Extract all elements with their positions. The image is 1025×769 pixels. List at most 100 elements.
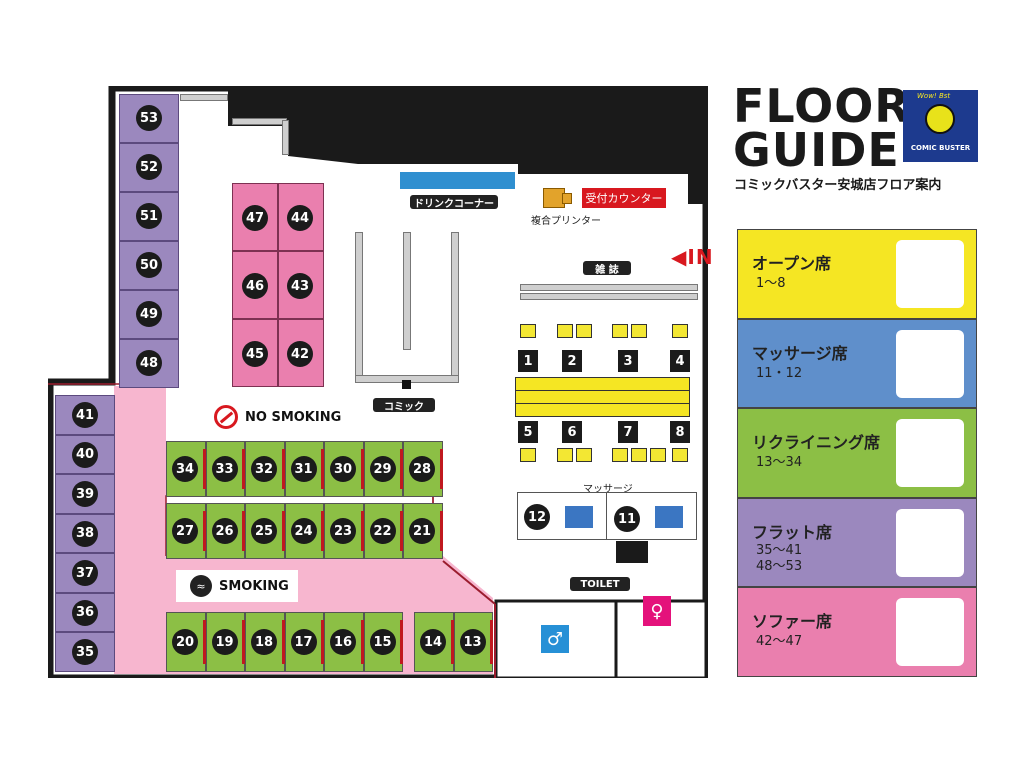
seat-number[interactable]: 24 bbox=[290, 518, 317, 544]
pillar bbox=[402, 380, 411, 389]
legend-range: 35～41 48～53 bbox=[756, 542, 803, 574]
seat-number[interactable]: 16 bbox=[330, 629, 356, 655]
seat-divider bbox=[202, 511, 206, 551]
seat-divider bbox=[360, 620, 364, 664]
seat-number[interactable]: 40 bbox=[72, 441, 98, 468]
seat-number[interactable]: 43 bbox=[287, 273, 313, 299]
legend-row: オープン席 1～8 bbox=[737, 229, 977, 319]
seat-number[interactable]: 51 bbox=[136, 203, 162, 229]
seat-number[interactable]: 15 bbox=[369, 629, 396, 655]
page-title-line1: FLOOR bbox=[733, 79, 911, 133]
open-seat-table bbox=[612, 324, 628, 338]
logo-mascot-icon bbox=[925, 104, 955, 134]
seat-number[interactable]: 39 bbox=[72, 481, 98, 507]
seat-number[interactable]: 22 bbox=[369, 518, 396, 544]
seat-number[interactable]: 52 bbox=[136, 154, 162, 180]
magazine-label: 雑 誌 bbox=[583, 261, 631, 276]
seat-number[interactable]: 12 bbox=[524, 504, 550, 530]
open-seat-table bbox=[631, 324, 647, 338]
seat-number[interactable]: 48 bbox=[136, 350, 162, 376]
mens-toilet-icon: ♂ bbox=[541, 625, 569, 653]
seat-number[interactable]: 46 bbox=[242, 273, 268, 299]
shelf bbox=[180, 94, 228, 101]
drink-counter bbox=[400, 172, 515, 189]
seat-number[interactable]: 25 bbox=[251, 518, 277, 544]
open-seat[interactable]: 6 bbox=[562, 421, 582, 443]
seat-number[interactable]: 53 bbox=[136, 105, 162, 131]
seat-divider bbox=[281, 449, 285, 489]
seat-divider bbox=[321, 449, 324, 489]
seat-number[interactable]: 27 bbox=[172, 518, 198, 544]
seat-number[interactable]: 28 bbox=[409, 456, 435, 482]
seat-number[interactable]: 50 bbox=[136, 252, 162, 278]
seat-number[interactable]: 45 bbox=[242, 341, 268, 367]
seat-number[interactable]: 30 bbox=[330, 456, 356, 482]
no-smoking-label: NO SMOKING bbox=[245, 410, 342, 425]
seat-divider bbox=[400, 620, 403, 664]
seat-divider bbox=[242, 449, 245, 489]
legend-title: オープン席 bbox=[752, 254, 832, 273]
seat-number[interactable]: 47 bbox=[242, 205, 268, 231]
seat-number[interactable]: 19 bbox=[211, 629, 238, 655]
seat-number[interactable]: 49 bbox=[136, 301, 162, 327]
seat-number[interactable]: 23 bbox=[330, 518, 356, 544]
comic-shelf bbox=[403, 232, 411, 350]
seat-number[interactable]: 20 bbox=[172, 629, 198, 655]
seat-number[interactable]: 21 bbox=[409, 518, 435, 544]
seat-number[interactable]: 17 bbox=[290, 629, 317, 655]
open-seat[interactable]: 3 bbox=[618, 350, 638, 372]
legend-range: 11・12 bbox=[756, 365, 803, 381]
open-seat[interactable]: 4 bbox=[670, 350, 690, 372]
seat-number[interactable]: 29 bbox=[369, 456, 396, 482]
seat-number[interactable]: 37 bbox=[72, 560, 98, 586]
legend-range: 1～8 bbox=[756, 276, 786, 291]
seat-number[interactable]: 42 bbox=[287, 341, 313, 367]
seat-divider bbox=[321, 620, 324, 664]
open-seat-table bbox=[631, 448, 647, 462]
open-seat-table bbox=[576, 324, 592, 338]
printer-icon-tray bbox=[562, 193, 572, 204]
open-seat[interactable]: 5 bbox=[518, 421, 538, 443]
seat-photo-icon bbox=[896, 598, 964, 666]
seat-number[interactable]: 33 bbox=[211, 456, 238, 482]
seat-number[interactable]: 31 bbox=[290, 456, 317, 482]
seat-number[interactable]: 44 bbox=[287, 205, 313, 231]
seat-divider bbox=[400, 449, 403, 489]
open-seat-table bbox=[612, 448, 628, 462]
seat-divider bbox=[450, 620, 454, 664]
open-seat[interactable]: 7 bbox=[618, 421, 638, 443]
open-seat-table bbox=[520, 324, 536, 338]
legend-range: 13～34 bbox=[756, 455, 803, 470]
no-smoking-icon bbox=[214, 405, 238, 429]
page-subtitle: コミックバスター安城店フロア案内 bbox=[734, 178, 942, 193]
legend-title: フラット席 bbox=[752, 522, 833, 542]
seat-number[interactable]: 32 bbox=[251, 456, 277, 482]
seat-number[interactable]: 14 bbox=[420, 629, 446, 655]
entrance-label: ◀IN bbox=[671, 245, 714, 269]
printer-label: 複合プリンター bbox=[531, 216, 601, 227]
comic-shelf bbox=[451, 232, 459, 382]
seat-number[interactable]: 38 bbox=[72, 520, 98, 547]
floor-map bbox=[48, 86, 708, 678]
seat-number[interactable]: 36 bbox=[72, 599, 98, 626]
shelf bbox=[232, 118, 287, 125]
open-seat-table bbox=[557, 448, 573, 462]
seat-number[interactable]: 41 bbox=[72, 402, 98, 428]
seat-number[interactable]: 18 bbox=[251, 629, 277, 655]
seat-number[interactable]: 13 bbox=[459, 629, 486, 655]
seat-divider bbox=[400, 511, 403, 551]
seat-number[interactable]: 11 bbox=[614, 506, 640, 532]
massage-chair-icon bbox=[565, 506, 593, 528]
legend-range: 42～47 bbox=[756, 634, 803, 649]
seat-divider bbox=[242, 620, 245, 664]
comic-shelf bbox=[355, 232, 363, 382]
open-seat[interactable]: 8 bbox=[670, 421, 690, 443]
open-seat[interactable]: 2 bbox=[562, 350, 582, 372]
smoking-label: SMOKING bbox=[219, 579, 289, 594]
seat-number[interactable]: 35 bbox=[72, 639, 98, 665]
open-seat[interactable]: 1 bbox=[518, 350, 538, 372]
seat-number[interactable]: 34 bbox=[172, 456, 198, 482]
seat-number[interactable]: 26 bbox=[211, 518, 238, 544]
